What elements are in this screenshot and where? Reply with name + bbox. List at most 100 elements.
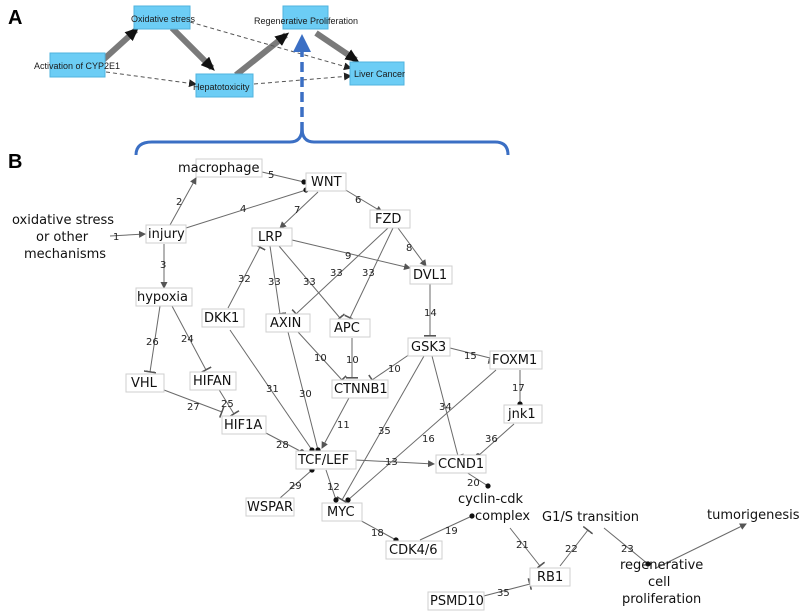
edge-num-26: 26 bbox=[146, 337, 159, 348]
node-foxm1: FOXM1 bbox=[489, 350, 543, 370]
edge-num-1: 1 bbox=[113, 232, 119, 243]
svg-text:PSMD10: PSMD10 bbox=[430, 594, 484, 609]
edge-num-29: 29 bbox=[289, 481, 302, 492]
edge-num-8: 8 bbox=[406, 243, 412, 254]
svg-text:hypoxia: hypoxia bbox=[137, 290, 188, 305]
edge-num-31: 31 bbox=[266, 384, 279, 395]
node-fzd: FZD bbox=[369, 209, 411, 229]
node-psmd10: PSMD10 bbox=[427, 591, 485, 611]
svg-text:Oxidative stress: Oxidative stress bbox=[131, 14, 196, 24]
svg-text:TCF/LEF: TCF/LEF bbox=[297, 453, 349, 468]
edge-num-24: 24 bbox=[181, 334, 194, 345]
svg-text:Hepatotoxicity: Hepatotoxicity bbox=[193, 82, 250, 92]
node-cyclin-cdk-complex: cyclin-cdk complex bbox=[458, 492, 530, 524]
svg-text:WNT: WNT bbox=[311, 175, 342, 190]
edge-num-23: 23 bbox=[621, 544, 634, 555]
node-injury: injury bbox=[145, 224, 187, 244]
node-a-liver-cancer: Liver Cancer bbox=[349, 61, 405, 86]
edge-num-17: 17 bbox=[512, 383, 525, 394]
svg-text:APC: APC bbox=[334, 321, 360, 336]
edge-num-19: 19 bbox=[445, 526, 458, 537]
edge-num-28: 28 bbox=[276, 440, 289, 451]
svg-text:G1/S transition: G1/S transition bbox=[542, 510, 639, 525]
edge-num-4: 4 bbox=[240, 204, 246, 215]
svg-text:jnk1: jnk1 bbox=[507, 407, 536, 422]
svg-text:GSK3: GSK3 bbox=[411, 340, 446, 355]
edge-num-35a: 35 bbox=[378, 426, 391, 437]
node-apc: APC bbox=[329, 318, 371, 338]
edge-num-36: 36 bbox=[485, 434, 498, 445]
panel-b-label: B bbox=[8, 151, 22, 173]
edge-num-25: 25 bbox=[221, 399, 234, 410]
edge-num-21: 21 bbox=[516, 540, 529, 551]
svg-text:oxidative stress: oxidative stress bbox=[12, 213, 114, 228]
svg-text:WSPAR: WSPAR bbox=[247, 500, 293, 515]
svg-text:complex: complex bbox=[475, 509, 530, 524]
node-regenerative-cell-proliferation: regenerative cell proliferation bbox=[620, 558, 703, 607]
node-ctnnb1: CTNNB1 bbox=[331, 379, 389, 399]
edge-num-12: 12 bbox=[327, 482, 340, 493]
node-a-regenerative-proliferation: Regenerative Proliferation bbox=[254, 5, 358, 30]
node-wnt: WNT bbox=[305, 172, 347, 192]
node-rb1: RB1 bbox=[529, 567, 571, 587]
svg-text:injury: injury bbox=[148, 227, 185, 242]
node-a-oxidative-stress: Oxidative stress bbox=[131, 5, 196, 30]
edge-num-32: 32 bbox=[238, 274, 251, 285]
svg-text:AXIN: AXIN bbox=[270, 316, 301, 331]
edge-num-10a: 10 bbox=[314, 353, 327, 364]
node-g1s-transition: G1/S transition bbox=[542, 510, 639, 525]
node-hif1a: HIF1A bbox=[221, 415, 267, 435]
svg-text:mechanisms: mechanisms bbox=[24, 247, 106, 262]
svg-text:CTNNB1: CTNNB1 bbox=[334, 382, 388, 397]
svg-text:Activation of CYP2E1: Activation of CYP2E1 bbox=[34, 61, 120, 71]
edge-num-35b: 35 bbox=[497, 588, 510, 599]
panel-connector bbox=[134, 34, 510, 156]
edge-num-11: 11 bbox=[337, 420, 350, 431]
edge-num-3: 3 bbox=[160, 260, 166, 271]
edge-num-22: 22 bbox=[565, 544, 578, 555]
edge-num-13: 13 bbox=[385, 457, 398, 468]
node-lrp: LRP bbox=[251, 227, 293, 247]
svg-text:DKK1: DKK1 bbox=[204, 311, 239, 326]
edge-num-15: 15 bbox=[464, 351, 477, 362]
svg-text:tumorigenesis: tumorigenesis bbox=[707, 508, 800, 523]
node-a-activation-cyp2e1: Activation of CYP2E1 bbox=[34, 52, 120, 78]
panel-b-edges bbox=[109, 171, 747, 599]
edge-num-18: 18 bbox=[371, 528, 384, 539]
edge-num-9: 9 bbox=[345, 251, 351, 262]
node-dkk1: DKK1 bbox=[201, 308, 245, 328]
edge-num-33a: 33 bbox=[268, 277, 281, 288]
node-tumorigenesis: tumorigenesis bbox=[707, 508, 800, 523]
svg-text:MYC: MYC bbox=[327, 505, 355, 520]
node-jnk1: jnk1 bbox=[503, 404, 543, 424]
node-myc: MYC bbox=[321, 502, 363, 522]
edge-num-33c: 33 bbox=[330, 268, 343, 279]
node-hifan: HIFAN bbox=[189, 371, 237, 391]
node-gsk3: GSK3 bbox=[407, 337, 451, 357]
svg-text:CDK4/6: CDK4/6 bbox=[389, 543, 438, 558]
node-vhl: VHL bbox=[125, 373, 165, 393]
svg-text:DVL1: DVL1 bbox=[413, 268, 447, 283]
node-wspar: WSPAR bbox=[245, 497, 295, 517]
svg-text:FZD: FZD bbox=[375, 212, 401, 227]
edge-num-16: 16 bbox=[422, 434, 435, 445]
svg-text:CCND1: CCND1 bbox=[438, 457, 484, 472]
edge-num-14: 14 bbox=[424, 308, 437, 319]
node-ccnd1: CCND1 bbox=[435, 454, 487, 474]
node-axin: AXIN bbox=[265, 313, 311, 333]
edge-num-7: 7 bbox=[294, 205, 300, 216]
edge-num-10c: 10 bbox=[388, 364, 401, 375]
svg-text:FOXM1: FOXM1 bbox=[492, 353, 537, 368]
panel-a-dashed-arrows bbox=[105, 21, 352, 88]
node-oxidative-stress-mechanisms: oxidative stress or other mechanisms bbox=[12, 213, 114, 262]
svg-text:regenerative: regenerative bbox=[620, 558, 703, 573]
node-tcf-lef: TCF/LEF bbox=[295, 450, 357, 470]
svg-text:cell: cell bbox=[648, 575, 670, 590]
svg-text:LRP: LRP bbox=[258, 230, 282, 245]
edge-num-20: 20 bbox=[467, 478, 480, 489]
edge-num-5: 5 bbox=[268, 170, 274, 181]
edge-num-27: 27 bbox=[187, 402, 200, 413]
edge-num-30: 30 bbox=[299, 389, 312, 400]
svg-text:macrophage: macrophage bbox=[178, 161, 260, 176]
edge-num-33d: 33 bbox=[362, 268, 375, 279]
